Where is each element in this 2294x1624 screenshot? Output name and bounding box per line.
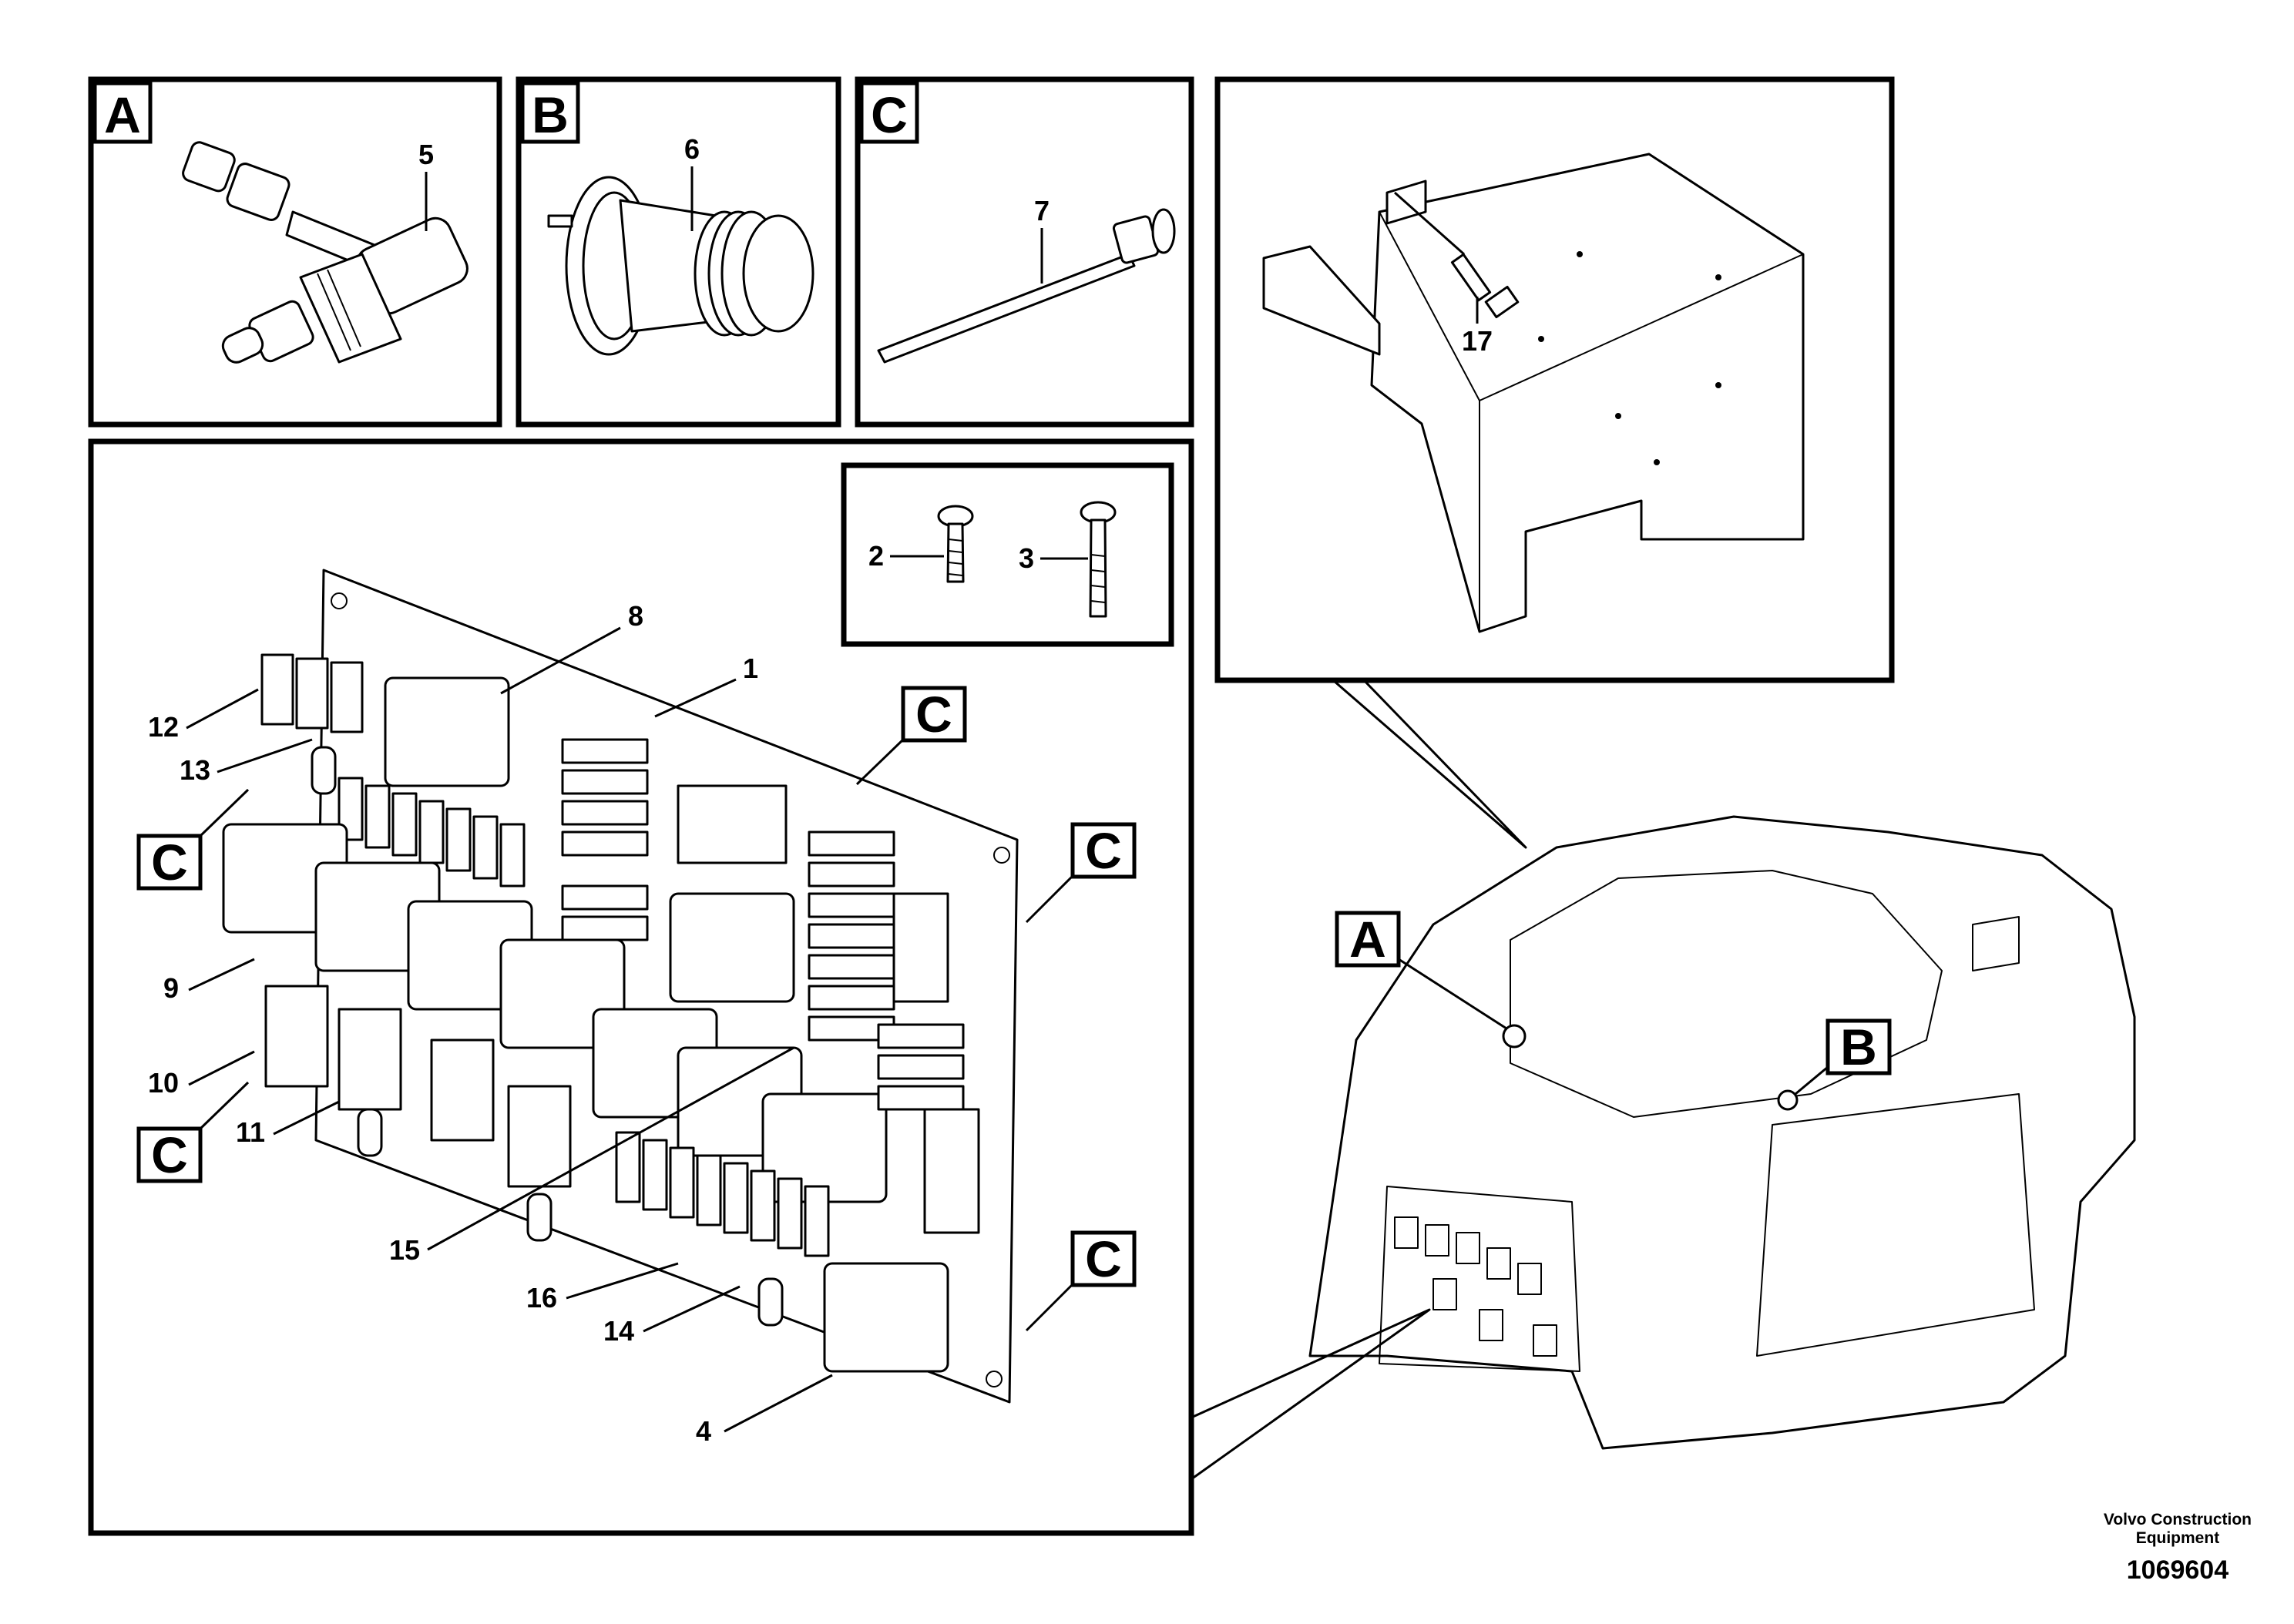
fuse-row-bottom — [615, 1131, 830, 1257]
cab-overview-drawing: A B — [1190, 679, 2136, 1481]
screw-2-drawing — [937, 505, 974, 583]
pressure-sensor-drawing — [182, 141, 469, 364]
view-marker-a-cab: A — [1335, 911, 1527, 1049]
detail-panel-relay-board: 2 3 — [88, 438, 1194, 1536]
detail-panel-b: B 6 — [516, 76, 841, 428]
fuse-row-top — [260, 653, 526, 887]
view-letter-b: B — [532, 86, 569, 143]
callout-9: 9 — [163, 972, 179, 1004]
callout-17: 17 — [1462, 325, 1493, 357]
svg-text:C: C — [151, 834, 188, 891]
view-letter-c: C — [871, 86, 908, 143]
callout-5: 5 — [418, 139, 434, 170]
relay-board-drawing — [222, 569, 1019, 1404]
cab-fuse-board-mini — [1394, 1216, 1557, 1357]
callout-8: 8 — [628, 600, 643, 632]
cable-tie-drawing — [877, 208, 1176, 364]
view-marker-c-4: C — [136, 1081, 250, 1183]
detail-panel-c: C 7 — [855, 76, 1194, 428]
svg-text:C: C — [1085, 822, 1122, 879]
document-number: 1069604 — [2126, 1555, 2229, 1585]
detail-panel-cover: 17 — [1214, 76, 1895, 683]
callout-12: 12 — [148, 711, 179, 743]
fuse-columns — [561, 738, 980, 1234]
detail-panel-a: A 5 — [88, 76, 502, 428]
svg-text:B: B — [1840, 1018, 1877, 1075]
view-marker-c-5: C — [1025, 1230, 1137, 1332]
power-socket-drawing — [547, 176, 814, 356]
callout-4: 4 — [696, 1415, 711, 1447]
callout-15: 15 — [389, 1234, 420, 1266]
callout-11: 11 — [236, 1116, 265, 1148]
callout-1: 1 — [743, 653, 758, 684]
brand-line-1: Volvo Construction — [2103, 1511, 2252, 1528]
svg-text:C: C — [1085, 1230, 1122, 1287]
cover-plate-drawing — [1262, 153, 1805, 633]
relay-modules — [222, 676, 949, 1373]
callout-14: 14 — [603, 1315, 634, 1347]
svg-text:C: C — [151, 1126, 188, 1183]
view-marker-c-2: C — [136, 788, 250, 891]
callout-16: 16 — [526, 1282, 557, 1314]
callout-7: 7 — [1034, 195, 1050, 226]
callout-6: 6 — [684, 133, 700, 165]
view-marker-b-cab: B — [1777, 1018, 1892, 1111]
publisher-footer: Volvo Construction Equipment 1069604 — [2104, 1511, 2252, 1585]
callout-10: 10 — [148, 1067, 179, 1099]
brand-line-2: Equipment — [2135, 1529, 2220, 1547]
callout-13: 13 — [180, 754, 210, 786]
screw-inset: 2 3 — [841, 462, 1174, 647]
screw-3-drawing — [1080, 501, 1117, 618]
svg-text:C: C — [915, 686, 952, 743]
callout-3: 3 — [1019, 542, 1034, 574]
svg-text:A: A — [1349, 911, 1386, 968]
bolt-17-drawing — [1394, 191, 1520, 319]
view-letter-a: A — [104, 86, 141, 143]
diodes-and-connectors — [264, 746, 784, 1327]
view-marker-c-1: C — [855, 686, 967, 786]
view-marker-c-3: C — [1025, 822, 1137, 924]
callout-2: 2 — [868, 540, 884, 572]
